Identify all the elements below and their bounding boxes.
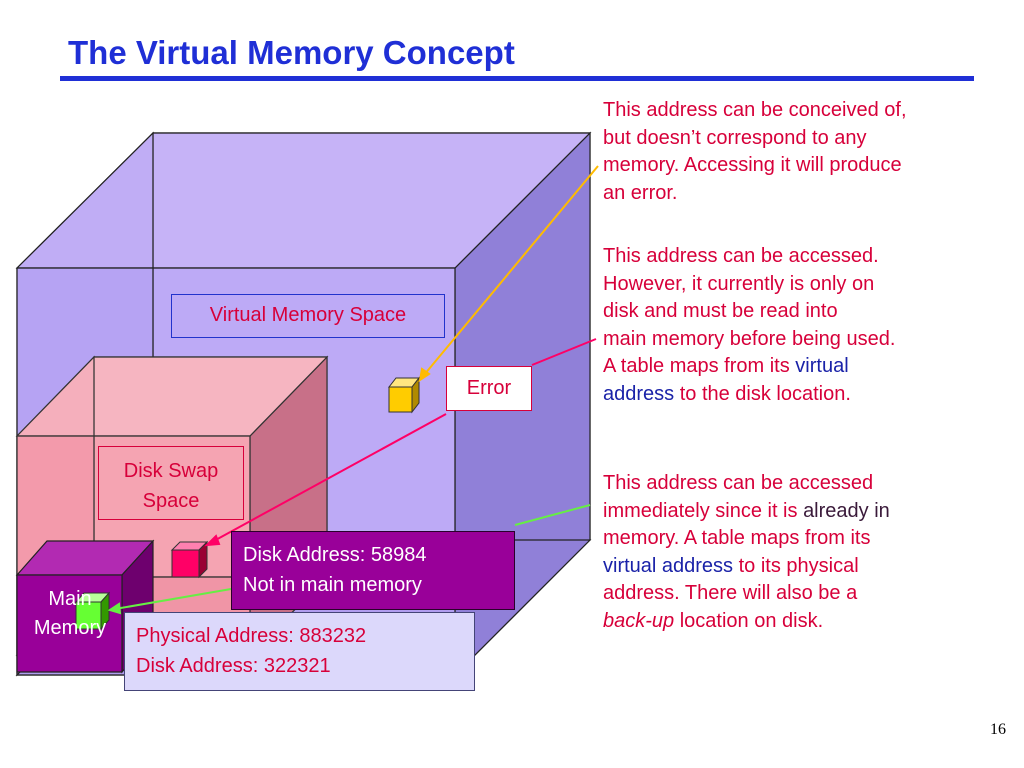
main-memory-label-line2: Memory xyxy=(33,617,107,639)
error-address-cube xyxy=(387,376,421,414)
disk-note-line: address to the disk location. xyxy=(603,381,895,409)
disk-swap-label-line2: Space xyxy=(142,490,200,512)
memory-note-line: This address can be accessed xyxy=(603,472,874,494)
page-number: 16 xyxy=(990,721,1006,738)
virtual-address-term: virtual address xyxy=(603,554,734,577)
memory-note-text: immediately since it is xyxy=(603,499,804,522)
disk-note: This address can be accessed. However, i… xyxy=(603,243,895,408)
disk-note-line: disk and must be read into xyxy=(603,300,838,322)
pointer-lines xyxy=(107,165,599,615)
memory-note-line: address. There will also be a xyxy=(603,582,858,604)
memory-address-cube xyxy=(74,591,111,631)
main-memory-label-line1: Main xyxy=(48,588,92,610)
disk-note-text: to the disk location. xyxy=(674,382,851,405)
already-in-term: already in xyxy=(803,499,890,522)
error-label: Error xyxy=(446,366,532,411)
memory-note: This address can be accessed immediately… xyxy=(603,470,890,635)
memory-note-line: immediately since it is already in xyxy=(603,498,890,526)
error-pointer-arrowhead xyxy=(418,367,431,383)
memory-note-line: back-up location on disk. xyxy=(603,608,890,636)
memory-pointer-arrowhead xyxy=(107,602,122,615)
disk-note-line: However, it currently is only on xyxy=(603,272,875,295)
disk-note-line: This address can be accessed. xyxy=(603,245,879,267)
backup-term: back-up xyxy=(603,609,675,632)
error-pointer-line xyxy=(423,165,599,376)
disk-swap-space-label: Disk Swap Space xyxy=(98,446,244,520)
physical-address-text: Physical Address: 883232 xyxy=(136,625,367,647)
error-note-line: an error. xyxy=(603,181,678,204)
memory-pointer-line xyxy=(514,504,591,526)
memory-note-line: memory. A table maps from its xyxy=(603,527,871,549)
virtual-term: virtual xyxy=(795,355,849,377)
main-memory-label: Main Memory xyxy=(18,585,122,643)
disk-swap-label-line1: Disk Swap xyxy=(123,460,219,482)
memory-note-line: virtual address to its physical xyxy=(603,553,890,581)
disk-address-text: Disk Address: 58984 xyxy=(243,544,427,566)
disk-address-cube xyxy=(170,540,209,579)
disk-pointer-arrowhead xyxy=(204,534,221,547)
page-title: The Virtual Memory Concept xyxy=(68,34,515,71)
not-in-memory-text: Not in main memory xyxy=(243,574,422,596)
error-note: This address can be conceived of, but do… xyxy=(603,97,907,207)
virtual-memory-space-label: Virtual Memory Space xyxy=(171,294,445,338)
disk-address-box: Disk Address: 58984 Not in main memory xyxy=(231,531,515,610)
physical-address-box: Physical Address: 883232 Disk Address: 3… xyxy=(124,612,475,691)
disk-to-memory-line xyxy=(114,588,232,610)
memory-note-text: to its physical xyxy=(733,554,859,577)
memory-note-text: location on disk. xyxy=(674,609,824,632)
error-note-line: This address can be conceived of, xyxy=(603,99,907,121)
disk-pointer-line xyxy=(531,338,597,366)
error-to-disk-line xyxy=(211,413,447,543)
title-underline xyxy=(60,76,974,81)
error-note-line: but doesn’t correspond to any xyxy=(603,126,867,149)
address-term: address xyxy=(603,382,675,405)
disk-note-line: main memory before being used. xyxy=(603,327,896,350)
disk-note-line: A table maps from its virtual xyxy=(603,353,895,381)
error-note-line: memory. Accessing it will produce xyxy=(603,154,902,176)
disk-note-text: A table maps from its xyxy=(603,355,796,377)
physical-disk-address-text: Disk Address: 322321 xyxy=(136,655,331,677)
